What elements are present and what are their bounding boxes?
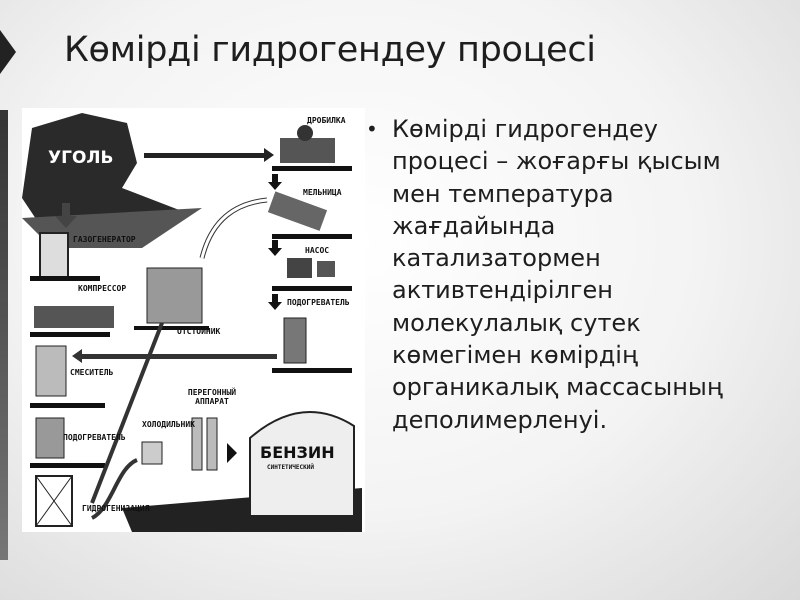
- distiller: [191, 417, 218, 471]
- gasoline-sub-label: СИНТЕТИЧЕСКИЙ: [267, 464, 314, 471]
- heater-left: [30, 417, 105, 468]
- gas-generator: [30, 232, 100, 281]
- distiller-label: ПЕРЕГОННЫЙ АППАРАТ: [187, 388, 237, 406]
- pump-label: НАСОС: [305, 246, 330, 255]
- hydrogenation-label: ГИДРОГЕНИЗАЦИЯ: [82, 504, 150, 513]
- coal-label: УГОЛЬ: [48, 148, 114, 168]
- cooler: [141, 441, 163, 465]
- mill: [267, 191, 352, 239]
- gasoline-tank: [122, 411, 362, 532]
- heater-right-label: ПОДОГРЕВАТЕЛЬ: [287, 298, 350, 307]
- mill-label: МЕЛЬНИЦА: [303, 188, 342, 197]
- pump: [272, 258, 352, 291]
- compressor: [30, 306, 114, 337]
- settler-label: ОТСТОЙНИК: [177, 327, 221, 336]
- crusher-label: ДРОБИЛКА: [307, 116, 346, 125]
- arrow-icon: [55, 203, 77, 228]
- bullet-text: Көмірді гидрогендеу процесі – жоғарғы қы…: [392, 115, 723, 434]
- left-edge-decoration: [0, 110, 8, 560]
- settler: [134, 267, 209, 330]
- hydrogenation-column: [35, 475, 73, 527]
- crusher: [272, 125, 352, 171]
- corner-decoration: [0, 30, 16, 74]
- slide-title: Көмірді гидрогендеу процесі: [64, 30, 596, 70]
- heater-right: [272, 317, 352, 373]
- arrow-icon: [82, 354, 277, 359]
- heater-left-label: ПОДОГРЕВАТЕЛЬ: [63, 433, 126, 442]
- cooler-label: ХОЛОДИЛЬНИК: [142, 420, 195, 429]
- gas-generator-label: ГАЗОГЕНЕРАТОР: [73, 235, 136, 244]
- coal-pile: [22, 113, 202, 248]
- arrow-icon: [144, 153, 264, 158]
- bullet-marker: •: [366, 117, 378, 141]
- mixer: [30, 345, 105, 408]
- gasoline-label: БЕНЗИН: [260, 443, 335, 462]
- mixer-label: СМЕСИТЕЛЬ: [70, 368, 114, 377]
- coal-hydrogenation-diagram: УГОЛЬ ДРОБИЛКА МЕЛЬНИЦА НАСОС ПОДОГРЕВАТ…: [22, 108, 365, 532]
- compressor-label: КОМПРЕССОР: [78, 284, 127, 293]
- diagram-drawing: [22, 113, 362, 532]
